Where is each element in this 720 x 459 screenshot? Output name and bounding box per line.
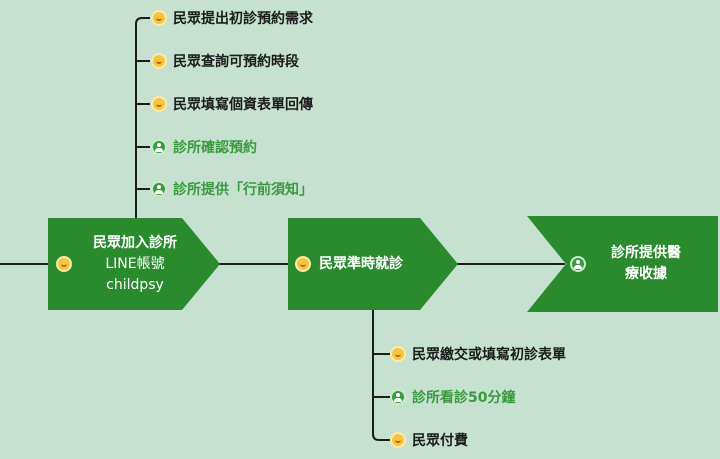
node-label-line: 療收據 (625, 266, 667, 282)
node-label-line: childpsy (106, 276, 164, 293)
node-label-line: 診所提供醫 (611, 245, 681, 261)
smiley-icon (390, 432, 406, 448)
node-label-line: LINE帳號 (105, 255, 165, 272)
smiley-icon (390, 346, 406, 362)
branch-item[interactable]: 民眾查詢可預約時段 (151, 51, 299, 71)
branch-item[interactable]: 民眾繳交或填寫初診表單 (390, 344, 566, 364)
person-icon (151, 139, 167, 155)
node-receipt[interactable]: 診所提供醫 療收據 (570, 216, 718, 312)
smiley-icon (151, 10, 167, 26)
smiley-icon (151, 53, 167, 69)
smiley-icon (295, 256, 311, 272)
smiley-icon (56, 256, 72, 272)
node-label-line: 民眾加入診所 (93, 234, 177, 251)
smiley-icon (151, 96, 167, 112)
branch-item[interactable]: 民眾提出初診預約需求 (151, 8, 313, 28)
branch-item[interactable]: 民眾付費 (390, 430, 468, 450)
branch-item[interactable]: 診所確認預約 (151, 137, 257, 157)
person-icon (390, 389, 406, 405)
node-shape-join-line (48, 218, 220, 310)
branch-item[interactable]: 診所看診50分鐘 (390, 387, 515, 407)
node-join-line[interactable]: 民眾加入診所 LINE帳號 childpsy (56, 218, 206, 310)
person-icon (151, 181, 167, 197)
branch-item[interactable]: 診所提供「行前須知」 (151, 179, 313, 199)
branch-item[interactable]: 民眾填寫個資表單回傳 (151, 94, 313, 114)
person-icon (570, 256, 586, 272)
node-label-line: 民眾準時就診 (319, 255, 403, 272)
node-attend[interactable]: 民眾準時就診 (295, 218, 445, 310)
node-shape-receipt (527, 216, 718, 312)
node-shape-attend (288, 218, 458, 310)
